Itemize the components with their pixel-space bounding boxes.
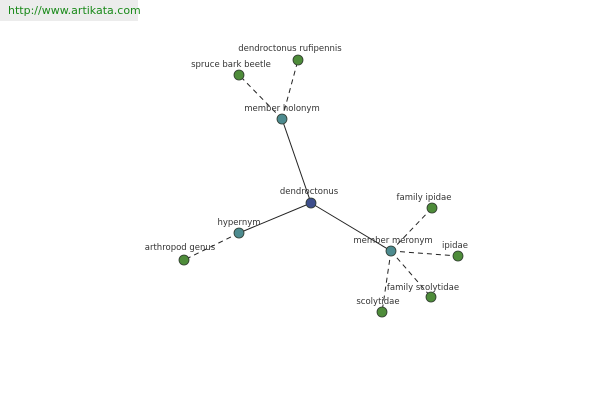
edge-member-meronym-to-scolytidae	[381, 250, 392, 313]
edge-hypernym-to-arthropod-genus	[183, 232, 240, 261]
relation-label-member-holonym: member holonym	[244, 104, 319, 114]
node-dendroctonus-center[interactable]	[305, 197, 317, 209]
term-label-family-ipidae: family ipidae	[397, 193, 452, 203]
edge-member-holonym-to-spruce-bark-beetle	[238, 74, 283, 120]
relation-node-member-holonym[interactable]	[276, 113, 288, 125]
edge-member-meronym-to-ipidae	[390, 250, 459, 257]
term-node-spruce-bark-beetle[interactable]	[233, 69, 245, 81]
edge-member-meronym-to-family-scolytidae	[390, 250, 432, 298]
term-label-dendroctonus-rufipennis: dendroctonus rufipennis	[238, 44, 342, 54]
term-node-scolytidae[interactable]	[376, 306, 388, 318]
term-node-arthropod-genus[interactable]	[178, 254, 190, 266]
relation-node-hypernym[interactable]	[233, 227, 245, 239]
term-label-family-scolytidae: family scolytidae	[387, 283, 459, 293]
edge-member-holonym-to-dendroctonus-rufipennis	[281, 59, 299, 120]
term-label-ipidae: ipidae	[442, 241, 468, 251]
label-dendroctonus: dendroctonus	[280, 187, 339, 197]
term-node-family-scolytidae[interactable]	[425, 291, 437, 303]
graph-labels: dendroctonus member holonym spruce bark be…	[145, 44, 468, 307]
edge-dendroctonus-to-hypernym	[238, 202, 312, 234]
term-label-scolytidae: scolytidae	[356, 297, 399, 307]
edge-dendroctonus-to-member-meronym	[310, 202, 392, 252]
graph-edges	[183, 59, 459, 313]
term-node-ipidae[interactable]	[452, 250, 464, 262]
term-label-arthropod-genus: arthropod genus	[145, 243, 216, 253]
term-label-spruce-bark-beetle: spruce bark beetle	[191, 60, 271, 70]
relation-label-member-meronym: member meronym	[353, 236, 432, 246]
relation-node-member-meronym[interactable]	[385, 245, 397, 257]
site-url-link[interactable]: http://www.artikata.com	[8, 4, 141, 17]
relation-label-hypernym: hypernym	[217, 218, 260, 228]
edge-dendroctonus-to-member-holonym	[281, 118, 312, 204]
term-node-family-ipidae[interactable]	[426, 202, 438, 214]
term-node-dendroctonus-rufipennis[interactable]	[292, 54, 304, 66]
graph-nodes	[178, 54, 464, 318]
edge-member-meronym-to-family-ipidae	[390, 207, 433, 252]
site-banner: http://www.artikata.com	[0, 0, 141, 21]
